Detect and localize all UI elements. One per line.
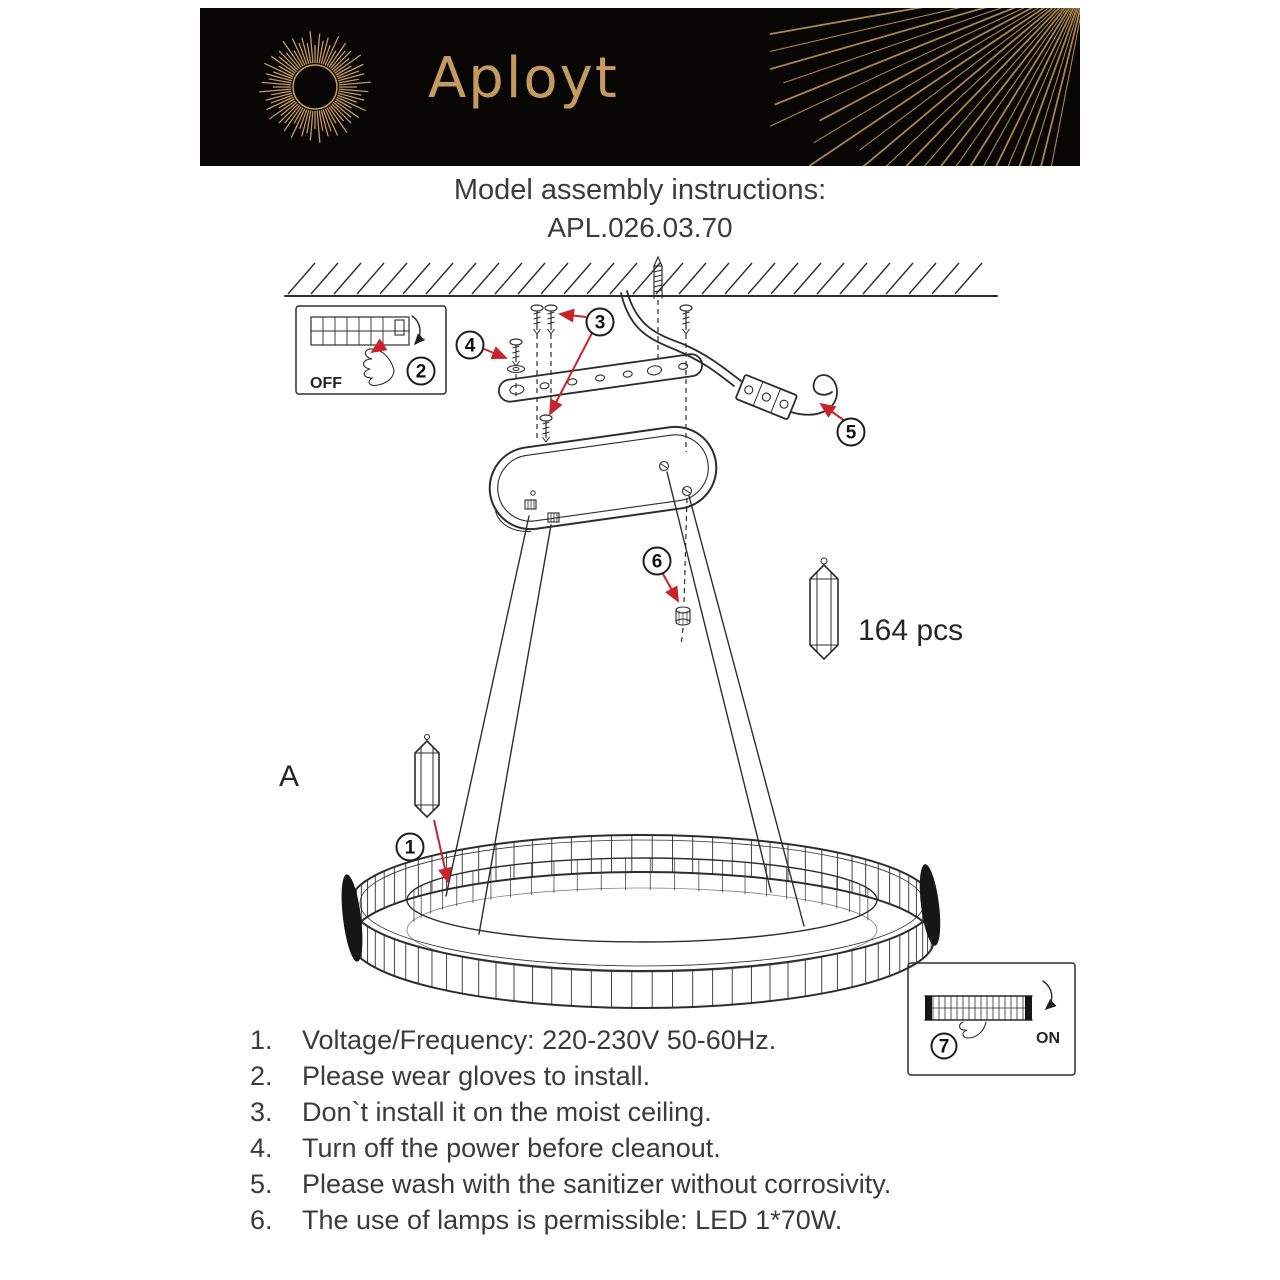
suspension-cables (445, 471, 805, 935)
callout-7: 7 (930, 1032, 958, 1060)
callout-5: 5 (836, 417, 866, 447)
crystal-detail-letter: A (279, 760, 299, 793)
brand-name: Aployt (428, 46, 619, 111)
suspension-nut (675, 606, 691, 626)
svg-text:3: 3 (595, 313, 606, 334)
crystal-pendant (809, 557, 839, 661)
onbox-crystal-ticks (926, 996, 1030, 1020)
instruction-item: 1. Voltage/Frequency: 220-230V 50-60Hz. (250, 1024, 777, 1055)
ceiling (284, 262, 998, 297)
callout-4: 4 (455, 330, 485, 360)
assembly-title: Model assembly instructions: (453, 174, 827, 206)
ceiling-rod (653, 255, 663, 299)
svg-text:2: 2 (416, 362, 427, 383)
power-on-inset: ON (907, 962, 1076, 1076)
starburst-logo-icon (259, 31, 371, 143)
assembly-diagram: 164 pcs A OFF (279, 255, 1076, 1076)
off-label: OFF (310, 375, 342, 392)
ring-crystal-facets (349, 835, 935, 1008)
callout-6: 6 (642, 546, 672, 576)
svg-text:4: 4 (465, 336, 476, 357)
svg-text:1: 1 (405, 838, 416, 859)
red-arrows (433, 308, 846, 884)
on-label: ON (1036, 1030, 1060, 1047)
ceiling-hatch (287, 262, 983, 295)
callout-2: 2 (406, 356, 436, 386)
mounting-screws (509, 304, 693, 443)
chandelier-ring (341, 834, 941, 1009)
ceiling-canopy (488, 425, 718, 533)
washer (506, 364, 526, 374)
alignment-dashes (515, 300, 688, 647)
callout-3: 3 (585, 307, 615, 337)
svg-text:6: 6 (652, 552, 663, 573)
svg-text:7: 7 (939, 1037, 950, 1058)
rays-decoration-icon (770, 8, 1080, 166)
brand-header: Aployt (200, 8, 1080, 166)
instruction-item: 5. Please wash with the sanitizer withou… (250, 1168, 892, 1199)
terminal-block (735, 374, 798, 420)
instruction-item: 4. Turn off the power before cleanout. (250, 1132, 721, 1163)
model-code: APL.026.03.70 (547, 212, 733, 243)
instruction-item: 6. The use of lamps is permissible: LED … (250, 1204, 843, 1235)
mounting-bracket (497, 353, 704, 403)
instruction-item: 3. Don`t install it on the moist ceiling… (250, 1096, 712, 1127)
title-block: Model assembly instructions: APL.026.03.… (0, 174, 1280, 244)
supply-wires (620, 290, 838, 416)
svg-text:5: 5 (846, 423, 857, 444)
crystal-detail-a (414, 734, 440, 819)
callout-1: 1 (395, 832, 425, 862)
crystal-count-label: 164 pcs (858, 614, 963, 647)
instruction-list: 1. Voltage/Frequency: 220-230V 50-60Hz. … (250, 1022, 1090, 1238)
instruction-item: 2. Please wear gloves to install. (250, 1060, 651, 1091)
power-off-inset: OFF (295, 305, 447, 395)
